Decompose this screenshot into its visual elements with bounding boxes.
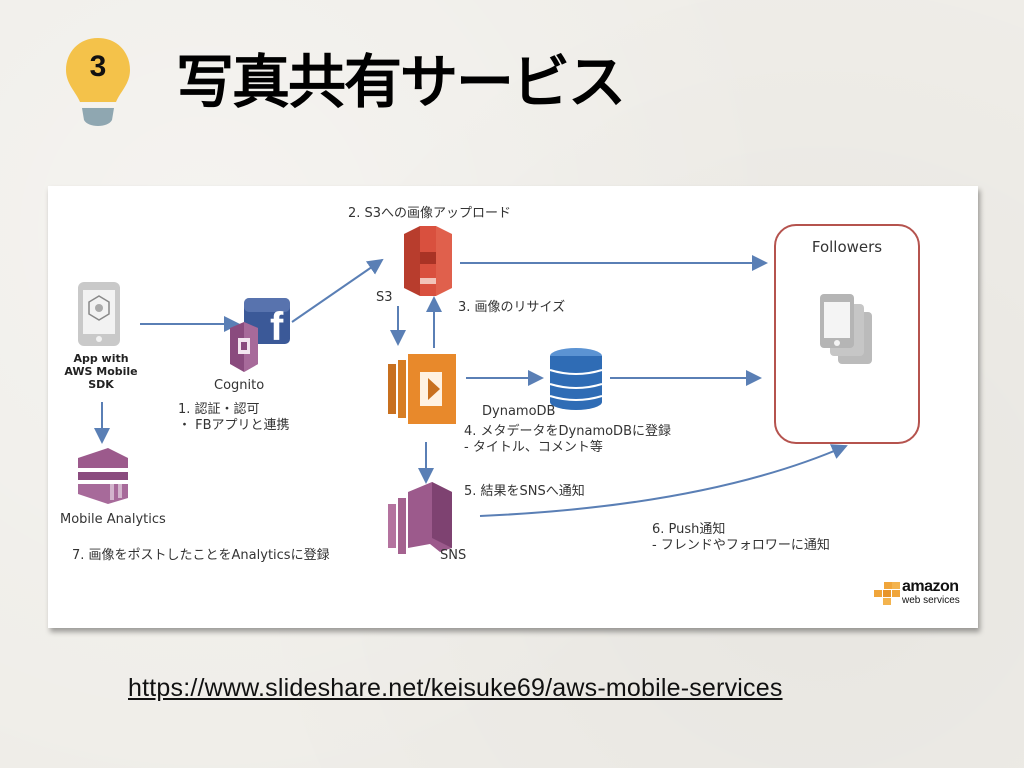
- arrow-sns-to-followers: [479, 444, 848, 517]
- step-4-label: 4. メタデータをDynamoDBに登録 - タイトル、コメント等: [464, 424, 671, 455]
- dynamodb-label: DynamoDB: [482, 404, 556, 419]
- followers-title: Followers: [811, 238, 883, 256]
- step-1-label: 1. 認証・認可 ・ FBアプリと連携: [178, 402, 290, 433]
- sns-icon: [388, 482, 452, 554]
- lightbulb-icon: [66, 38, 130, 126]
- s3-icon: [404, 226, 452, 296]
- aws-subbrand: web services: [902, 595, 960, 606]
- step-2-label: 2. S3への画像アップロード: [348, 206, 512, 221]
- slide-number: 3: [89, 50, 107, 83]
- app-label: App with AWS Mobile SDK: [64, 352, 138, 391]
- mobile-app-icon: [78, 282, 120, 346]
- slide-number-badge: 3: [64, 36, 132, 136]
- dynamodb-icon: [549, 348, 603, 410]
- lambda-icon: [388, 354, 456, 424]
- mobile-analytics-icon: [78, 448, 128, 504]
- svg-text:f: f: [270, 305, 284, 349]
- diagram-canvas: f: [78, 226, 872, 554]
- analytics-label: Mobile Analytics: [60, 512, 166, 527]
- page-title: 写真共有サービス: [176, 48, 626, 116]
- step-6-label: 6. Push通知 - フレンドやフォロワーに通知: [652, 522, 830, 553]
- cognito-icon: [230, 322, 258, 372]
- source-link[interactable]: https://www.slideshare.net/keisuke69/aws…: [128, 674, 783, 702]
- step-5-label: 5. 結果をSNSへ通知: [464, 484, 585, 499]
- arrow-cognito-to-s3: [291, 258, 384, 323]
- followers-devices-icon: [820, 294, 872, 364]
- aws-cubes-icon: [874, 582, 900, 605]
- step-3-label: 3. 画像のリサイズ: [458, 300, 566, 315]
- sns-label: SNS: [440, 548, 467, 563]
- s3-label: S3: [376, 290, 393, 305]
- step-7-label: 7. 画像をポストしたことをAnalyticsに登録: [72, 548, 330, 563]
- cognito-label: Cognito: [214, 378, 265, 393]
- followers-box: Followers: [774, 224, 920, 444]
- aws-brand: amazon: [902, 578, 959, 595]
- architecture-diagram: f: [48, 186, 978, 628]
